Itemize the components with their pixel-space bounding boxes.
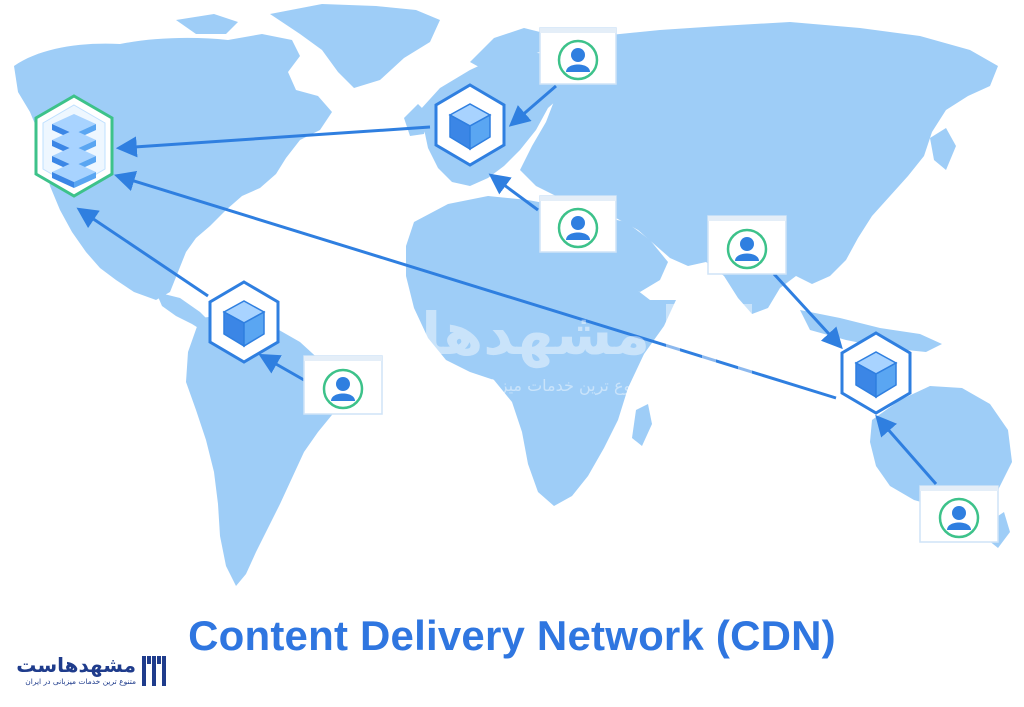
continent-madagascar — [632, 404, 652, 446]
continent-arctic-islands — [176, 14, 238, 34]
link-europe-origin — [115, 125, 431, 158]
continent-japan — [930, 128, 956, 170]
link-india-southeast-asia — [772, 272, 843, 350]
continent-indonesia — [800, 310, 942, 352]
link-brazil-south-america — [258, 353, 305, 382]
link-australia-southeast-asia — [875, 414, 938, 485]
diagram-title: Content Delivery Network (CDN) — [188, 612, 836, 659]
user-card-brazil — [303, 355, 383, 415]
user-icon — [726, 228, 768, 270]
continent-australia — [870, 386, 1012, 508]
continent-greenland — [270, 4, 440, 88]
link-middle-east-europe — [488, 173, 539, 212]
continent-scandinavia — [470, 28, 548, 72]
continent-north-america — [14, 34, 332, 300]
link-russia-europe — [508, 84, 557, 127]
user-card-india — [707, 215, 787, 275]
continent-asia — [520, 22, 998, 314]
server-stack-icon — [34, 94, 114, 198]
user-icon — [322, 368, 364, 410]
cube-icon — [434, 83, 506, 167]
user-card-middle-east — [539, 195, 617, 253]
cube-icon — [840, 331, 912, 415]
brand-mark-icon — [142, 656, 166, 686]
edge-node-southeast-asia — [840, 331, 912, 415]
brand-name: مشهدهاست — [16, 653, 136, 677]
edge-node-south-america — [208, 280, 280, 364]
continent-africa — [406, 196, 676, 506]
user-card-russia — [539, 27, 617, 85]
continent-south-america — [186, 314, 344, 586]
link-southeast-asia-origin — [113, 170, 837, 400]
user-card-australia — [919, 485, 999, 543]
brand-tagline: متنوع ترین خدمات میزبانی در ایران — [25, 677, 136, 686]
user-icon — [557, 39, 599, 81]
user-icon — [557, 207, 599, 249]
link-south-america-origin — [76, 207, 209, 298]
world-map — [14, 4, 1012, 586]
user-icon — [938, 497, 980, 539]
cube-icon — [208, 280, 280, 364]
links — [76, 84, 938, 485]
brand-logo: مشهدهاست متنوع ترین خدمات میزبانی در ایر… — [16, 652, 168, 692]
edge-node-europe — [434, 83, 506, 167]
